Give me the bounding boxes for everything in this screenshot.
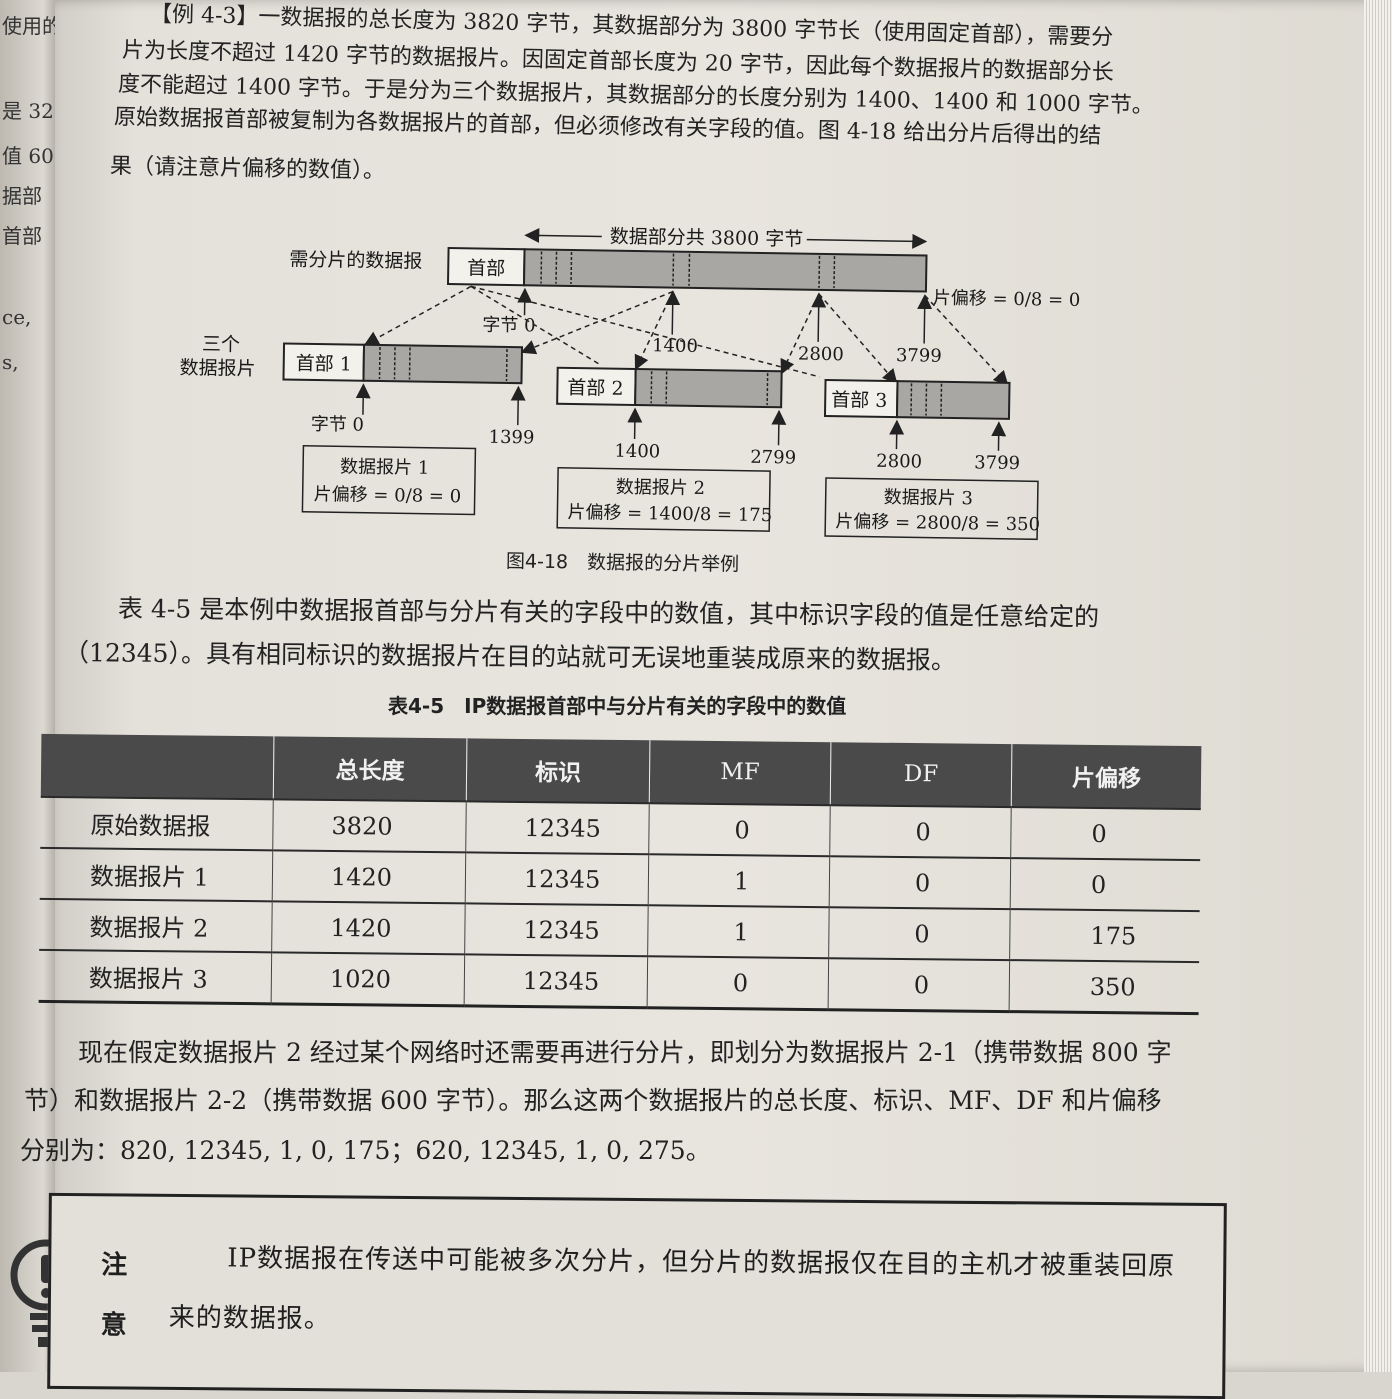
frag3-end-label: 3799 [974,452,1020,474]
note-tag-2: 意 [101,1304,127,1341]
table-cell: 0 [647,956,829,1009]
frag2-end-arrow [779,411,780,445]
data-span-label: 数据部分共 3800 字节 [610,226,804,251]
table-cell: 原始数据报 [40,797,273,850]
frag3-header-label: 首部 3 [831,389,887,412]
frag3-name: 数据报片 3 [884,487,974,509]
fragment-fields-table: 总长度 标识 MF DF 片偏移 原始数据报 3820 12345 0 0 0 … [39,734,1202,1015]
byte0-label: 字节 0 [482,315,536,337]
note-tag-1: 注 [101,1244,127,1281]
data-span-arrow-right [807,240,926,242]
frag2-name: 数据报片 2 [616,477,706,499]
mark-2800-arrow [818,294,819,342]
table-cell: 0 [828,958,1010,1011]
mark-2800-label: 2800 [798,344,844,366]
frag2-data-box [635,369,782,407]
frag1-offset: 片偏移 = 0/8 = 0 [314,484,462,507]
mark-3799-arrow [924,296,925,344]
table-header-cell: 标识 [466,738,650,803]
table-cell: 1020 [271,952,465,1006]
table-cell: 350 [1009,960,1199,1013]
frag2-offset: 片偏移 = 1400/8 = 175 [567,502,772,526]
frag2-start-label: 1400 [614,441,660,463]
table-cell: 0 [1010,858,1200,911]
table-header-cell: 片偏移 [1011,744,1201,809]
table-cell: 12345 [466,801,650,854]
table-cell: 数据报片 1 [40,848,273,901]
after-line3: 分别为：820, 12345, 1, 0, 175；620, 12345, 1,… [20,1134,711,1168]
table-header-cell: 总长度 [273,736,467,801]
frag2-header-label: 首部 2 [567,377,623,400]
mark-1400-label: 1400 [652,335,698,357]
frag2-end-label: 2799 [750,447,796,469]
table-header-cell [41,734,274,799]
frag1-header-label: 首部 1 [296,353,352,376]
original-offset-label: 片偏移 = 0/8 = 0 [933,288,1081,311]
table-cell: 0 [829,907,1011,960]
note-box: 注 意 IP数据报在传送中可能被多次分片，但分片的数据报仅在目的主机才被重装回原… [47,1193,1227,1399]
original-header-label: 首部 [467,257,505,280]
table-cell: 175 [1010,909,1200,962]
data-span-arrow-left [526,235,602,236]
table-header-cell: MF [649,740,831,805]
table-cell: 0 [829,856,1011,909]
original-data-box [524,249,927,291]
table-row: 数据报片 3 1020 12345 0 0 350 [39,950,1199,1014]
three-fragments-label-2: 数据报片 [179,357,255,380]
table-cell: 12345 [465,903,649,956]
frag3-data-box [897,381,1010,419]
note-line1: IP数据报在传送中可能被多次分片，但分片的数据报仅在目的主机才被重装回原 [227,1237,1175,1282]
table-caption: 表4-5 IP数据报首部中与分片有关的字段中的数值 [388,690,846,719]
table-cell: 1420 [272,901,466,954]
frag1-end-arrow [518,387,519,425]
table-cell: 0 [1011,807,1201,860]
frag1-start-label: 字节 0 [311,414,365,436]
mark-3799-label: 3799 [896,345,942,367]
frag1-end-label: 1399 [488,427,534,449]
table-cell: 3820 [273,799,467,852]
fragmentation-figure: 需分片的数据报 首部 数据部分共 3800 字节 片偏移 = 0/8 = 0 字… [0,0,1392,590]
table-cell: 0 [649,803,831,856]
frag1-data-box [363,345,522,383]
original-datagram-label: 需分片的数据报 [289,249,422,273]
table-cell: 12345 [464,954,648,1007]
after-line2: 节）和数据报片 2-2（携带数据 600 字节）。那么这两个数据报片的总长度、标… [24,1084,1162,1118]
after-line1: 现在假定数据报片 2 经过某个网络时还需要再进行分片，即划分为数据报片 2-1（… [78,1036,1172,1070]
table-cell: 数据报片 2 [39,899,272,952]
table-cell: 12345 [465,852,649,905]
table-cell: 1420 [272,850,466,903]
frag1-name: 数据报片 1 [340,456,430,478]
note-line2: 来的数据报。 [169,1297,331,1335]
frag3-start-label: 2800 [876,451,922,473]
table-cell: 数据报片 3 [39,950,272,1004]
three-fragments-label-1: 三个 [202,333,240,356]
frag3-offset: 片偏移 = 2800/8 = 350 [835,511,1040,535]
table-header-cell: DF [830,742,1012,807]
table-cell: 1 [648,854,830,907]
mark-1400-arrow [672,292,673,335]
figure-caption: 图4-18 数据报的分片举例 [506,546,739,576]
table-cell: 1 [648,905,830,958]
table-cell: 0 [830,805,1012,858]
